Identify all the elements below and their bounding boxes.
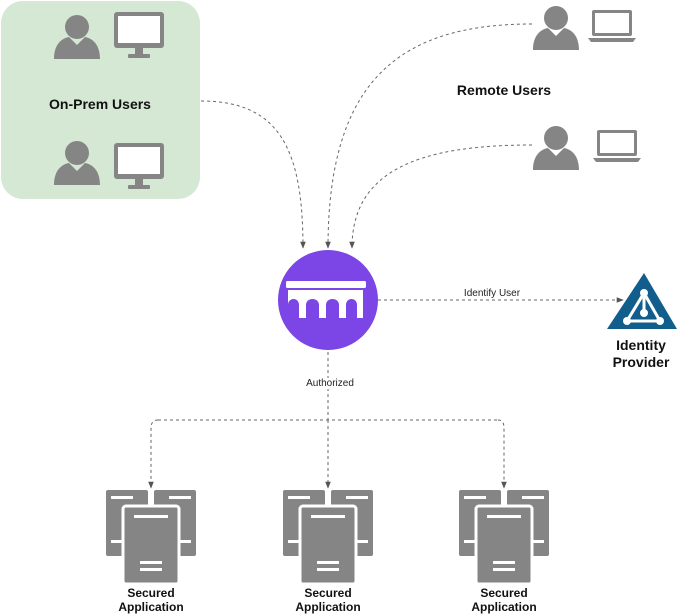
app-label-line2: Application <box>118 600 184 614</box>
identity-provider-label: Identity Provider <box>590 337 679 371</box>
remote-users-label: Remote Users <box>456 82 552 98</box>
app-label-line1: Secured <box>127 586 175 600</box>
remote-user-icon-top <box>533 6 579 50</box>
app-label-line2: Application <box>471 600 537 614</box>
identify-user-edge-label: Identify User <box>455 288 529 299</box>
gateway-bridge-icon <box>278 250 378 350</box>
connector-to-app-left <box>148 419 159 489</box>
connector-onprem-to-gateway <box>200 100 306 249</box>
identity-provider-label-line2: Provider <box>612 354 670 370</box>
identity-provider-label-line1: Identity <box>616 337 666 353</box>
laptop-icon-top <box>588 10 636 42</box>
server-icon-middle <box>281 488 375 586</box>
connectors <box>148 23 624 489</box>
connector-to-app-right <box>497 419 507 489</box>
server-icon-left <box>104 488 198 586</box>
connector-remote-bottom-to-gateway <box>349 144 533 249</box>
app-label-line1: Secured <box>304 586 352 600</box>
laptop-icon-bottom <box>593 130 641 162</box>
onprem-users-label: On-Prem Users <box>49 96 151 112</box>
app-label-line2: Application <box>295 600 361 614</box>
connector-remote-top-to-gateway <box>325 23 533 249</box>
secured-application-label-right: Secured Application <box>454 586 554 614</box>
server-icon-right <box>457 488 551 586</box>
authorized-edge-label: Authorized <box>295 378 365 389</box>
identity-provider-triangle-icon <box>607 273 677 329</box>
secured-application-label-left: Secured Application <box>101 586 201 614</box>
app-label-line1: Secured <box>480 586 528 600</box>
secured-application-label-middle: Secured Application <box>278 586 378 614</box>
remote-user-icon-bottom <box>533 126 579 170</box>
